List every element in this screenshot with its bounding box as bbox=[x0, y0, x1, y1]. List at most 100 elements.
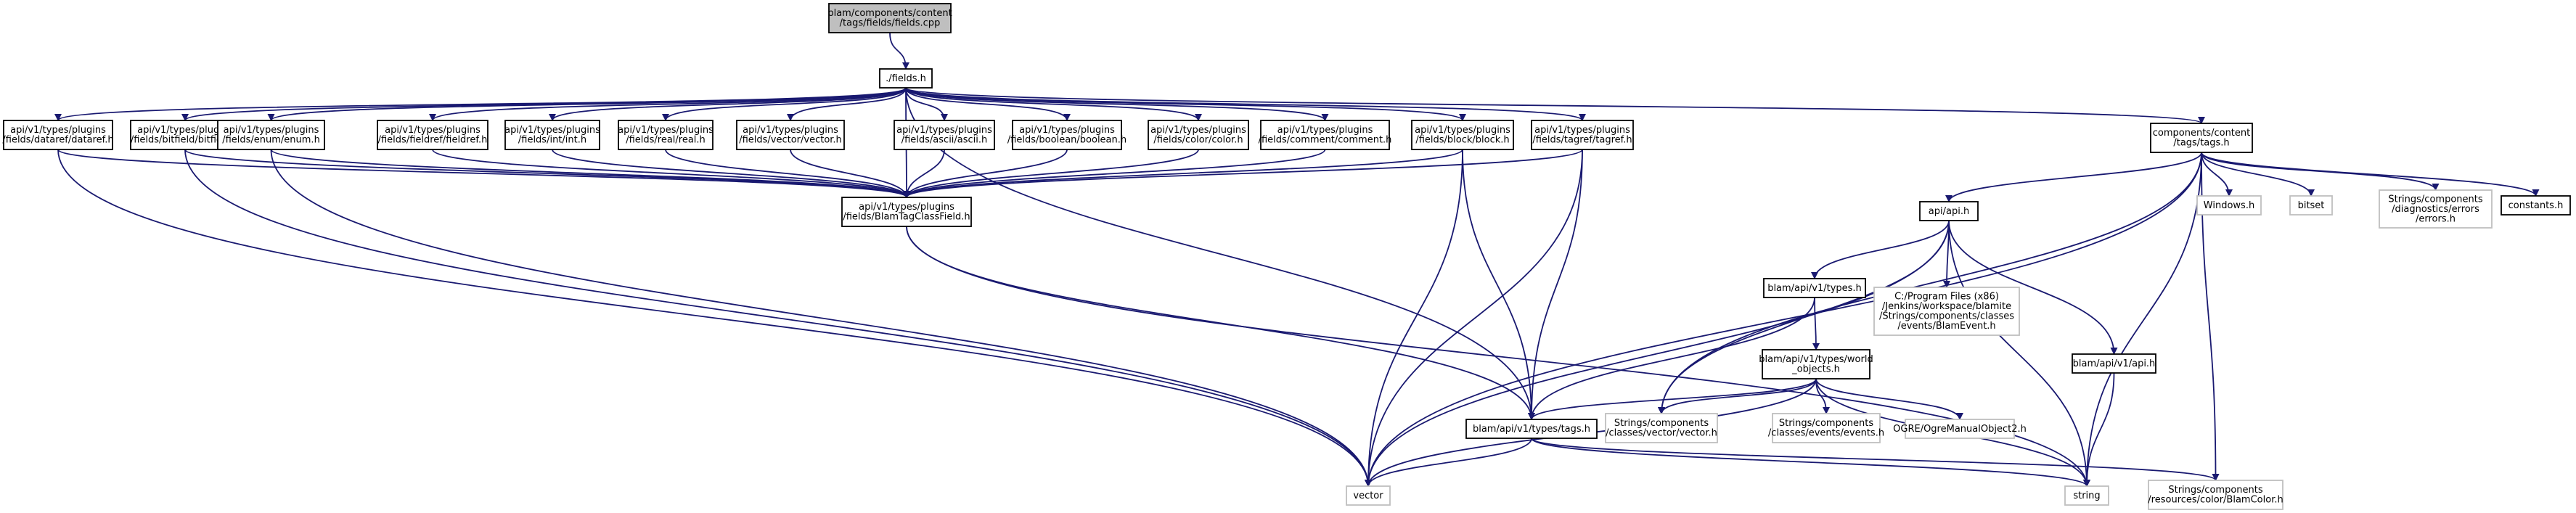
edge-fields_cpp-to-fields_h bbox=[889, 32, 909, 70]
edge-fields_h-to-fieldref bbox=[429, 87, 907, 121]
edge-block-to-blamtag bbox=[903, 149, 1463, 198]
node-bitset[interactable]: bitset bbox=[2289, 195, 2333, 216]
edge-fields_h-to-ascii bbox=[905, 87, 948, 121]
node-vector_f[interactable]: api/v1/types/plugins/fields/vector/vecto… bbox=[736, 120, 845, 150]
edge-group bbox=[903, 149, 1068, 198]
edge-api_h-to-vector_cls bbox=[1658, 220, 1950, 414]
node-blamtag[interactable]: api/v1/types/plugins/fields/BlamTagClass… bbox=[841, 197, 972, 227]
node-api_v1[interactable]: blam/api/v1/api.h bbox=[2072, 353, 2156, 374]
node-int[interactable]: api/v1/types/plugins/fields/int/int.h bbox=[504, 120, 600, 150]
node-label-line: api/v1/types/plugins bbox=[859, 202, 954, 213]
node-box bbox=[1873, 287, 2020, 336]
node-ogre[interactable]: OGRE/OgreManualObject2.h bbox=[1893, 419, 2027, 439]
node-label-line: blam/api/v1/types.h bbox=[1767, 283, 1862, 294]
node-blamevent[interactable]: C:/Program Files (x86)/Jenkins/workspace… bbox=[1873, 287, 2020, 336]
node-label-line: /fields/BlamTagClassField.h bbox=[843, 212, 970, 223]
node-box bbox=[1605, 413, 1718, 443]
node-tags_types[interactable]: blam/api/v1/types/tags.h bbox=[1465, 419, 1598, 439]
node-dataref[interactable]: api/v1/types/plugins/fields/dataref/data… bbox=[2, 120, 114, 150]
node-color[interactable]: api/v1/types/plugins/fields/color/color.… bbox=[1148, 120, 1249, 150]
node-box bbox=[2196, 195, 2262, 216]
edge-types_h-to-world bbox=[1812, 297, 1820, 350]
node-comment[interactable]: api/v1/types/plugins/fields/comment/comm… bbox=[1259, 120, 1392, 150]
node-ascii[interactable]: api/v1/types/plugins/fields/ascii/ascii.… bbox=[894, 120, 995, 150]
node-label-line: /fields/fieldref/fieldref.h bbox=[378, 135, 488, 146]
node-box bbox=[377, 120, 488, 150]
edge-fields_h-to-boolean bbox=[905, 87, 1071, 121]
node-label-line: /Jenkins/workspace/blamite bbox=[1882, 301, 2011, 312]
edge-group bbox=[1531, 438, 2090, 487]
node-events[interactable]: Strings/components/classes/events/events… bbox=[1768, 413, 1884, 443]
edge-group bbox=[1658, 152, 2202, 414]
node-box bbox=[2148, 480, 2283, 510]
node-vector[interactable]: vector bbox=[1346, 485, 1391, 506]
node-real[interactable]: api/v1/types/plugins/fields/real/real.h bbox=[618, 120, 713, 150]
node-label-line: blam/components/content bbox=[827, 8, 952, 19]
node-label-line: /fields/real/real.h bbox=[626, 135, 706, 146]
edge-group bbox=[552, 149, 910, 198]
nodes: blam/components/content/tags/fields/fiel… bbox=[2, 3, 2571, 510]
node-label-line: api/v1/types/plugins bbox=[618, 125, 713, 136]
node-box bbox=[2379, 189, 2493, 229]
node-errors[interactable]: Strings/components/diagnostics/errors/er… bbox=[2379, 189, 2493, 229]
edge-group bbox=[905, 87, 2205, 124]
node-label-line: api/v1/types/plugins bbox=[1019, 125, 1115, 136]
node-box bbox=[3, 120, 113, 150]
edge-comment-to-blamtag bbox=[903, 149, 1326, 198]
node-enum[interactable]: api/v1/types/plugins/fields/enum/enum.h bbox=[217, 120, 325, 150]
edge-api_h-to-api_v1 bbox=[1948, 220, 2118, 355]
edge-group bbox=[903, 149, 1199, 198]
node-tags_h[interactable]: components/content/tags/tags.h bbox=[2150, 123, 2253, 153]
edge-tags_h-to-vector_cls bbox=[1658, 152, 2202, 414]
node-box bbox=[2501, 195, 2571, 216]
edge-group bbox=[57, 149, 1372, 487]
node-box bbox=[2150, 123, 2253, 153]
node-label-line: components/content bbox=[2153, 128, 2250, 139]
edge-group bbox=[1365, 149, 1583, 487]
edge-world-to-vector_cls bbox=[1658, 378, 1817, 414]
node-label-line: /fields/boolean/boolean.h bbox=[1007, 135, 1127, 146]
edge-tags_h-to-api_h bbox=[1945, 152, 2202, 202]
node-tagref[interactable]: api/v1/types/plugins/fields/tagref/tagre… bbox=[1531, 120, 1634, 150]
edge-api_h-to-types_h bbox=[1811, 220, 1950, 279]
node-types_h[interactable]: blam/api/v1/types.h bbox=[1763, 278, 1866, 298]
node-block[interactable]: api/v1/types/plugins/fields/block/block.… bbox=[1411, 120, 1514, 150]
node-label-line: api/v1/types/plugins bbox=[1415, 125, 1510, 136]
node-label-line: /resources/color/BlamColor.h bbox=[2148, 495, 2283, 506]
node-vector_cls[interactable]: Strings/components/classes/vector/vector… bbox=[1605, 413, 1718, 443]
edge-group bbox=[1948, 220, 2090, 487]
edge-fields_h-to-vector_f bbox=[787, 87, 907, 121]
node-label-line: api/v1/types/plugins bbox=[1150, 125, 1246, 136]
node-label-line: bitset bbox=[2298, 200, 2325, 211]
node-label-line: /fields/comment/comment.h bbox=[1259, 135, 1392, 146]
edge-tags_h-to-bitset bbox=[2201, 152, 2315, 197]
node-label-line: /fields/block/block.h bbox=[1415, 135, 1509, 146]
edge-blamtag-to-string bbox=[906, 226, 2090, 487]
edge-tags_h-to-string bbox=[2083, 152, 2202, 487]
edge-dataref-to-vector bbox=[57, 149, 1372, 487]
node-api_h[interactable]: api/api.h bbox=[1919, 201, 1979, 221]
node-windows[interactable]: Windows.h bbox=[2196, 195, 2262, 216]
edge-group bbox=[889, 32, 909, 70]
edge-group bbox=[1365, 152, 2202, 487]
edge-tags_h-to-constants bbox=[2201, 152, 2540, 197]
node-label-line: ./fields.h bbox=[886, 73, 926, 84]
edge-group bbox=[903, 149, 1463, 198]
edge-api_h-to-string bbox=[1948, 220, 2090, 487]
node-label-line: Windows.h bbox=[2204, 200, 2254, 211]
node-blamcolor[interactable]: Strings/components/resources/color/BlamC… bbox=[2148, 480, 2283, 510]
node-string[interactable]: string bbox=[2064, 485, 2109, 506]
node-fieldref[interactable]: api/v1/types/plugins/fields/fieldref/fie… bbox=[377, 120, 488, 150]
edge-group bbox=[270, 149, 910, 198]
node-fields_h[interactable]: ./fields.h bbox=[879, 68, 933, 89]
node-world[interactable]: blam/api/v1/types/world_objects.h bbox=[1759, 349, 1873, 379]
node-constants[interactable]: constants.h bbox=[2501, 195, 2571, 216]
node-boolean[interactable]: api/v1/types/plugins/fields/boolean/bool… bbox=[1007, 120, 1127, 150]
edge-tagref-to-vector bbox=[1365, 149, 1583, 487]
node-fields_cpp[interactable]: blam/components/content/tags/fields/fiel… bbox=[827, 3, 952, 33]
node-label-line: /tags/fields/fields.cpp bbox=[840, 18, 941, 29]
edge-group bbox=[1945, 152, 2202, 202]
edge-group bbox=[270, 149, 1372, 487]
node-box bbox=[1531, 120, 1634, 150]
edge-fields_h-to-color bbox=[905, 87, 1202, 121]
